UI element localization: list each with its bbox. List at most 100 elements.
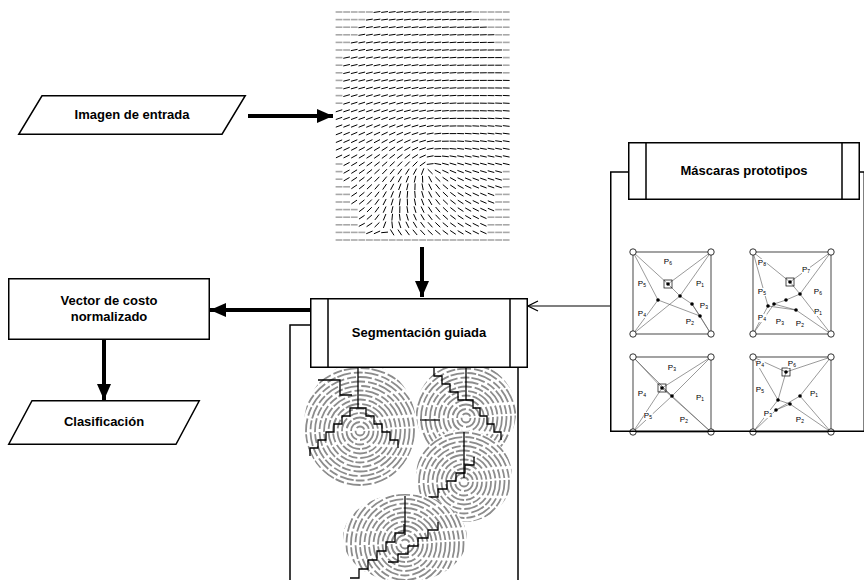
orientation-segment (366, 42, 373, 43)
process-bar (327, 298, 329, 368)
orientation-segment (336, 34, 343, 36)
orientation-segment (359, 102, 365, 104)
orientation-segment (419, 34, 426, 36)
orientation-segment (450, 178, 456, 181)
orientation-segment (383, 199, 386, 205)
orientation-segment (396, 87, 403, 88)
orientation-segment (473, 216, 479, 219)
orientation-segment (458, 178, 464, 181)
orientation-segment (473, 185, 479, 188)
orientation-segment (389, 95, 396, 97)
segmentation-line (350, 524, 404, 578)
fingerprint-ridge (333, 404, 387, 458)
orientation-segment (465, 231, 471, 234)
orientation-segment (427, 163, 434, 165)
orientation-segment (472, 103, 479, 104)
segmentation-line (463, 432, 464, 478)
orientation-segment (381, 117, 387, 119)
orientation-segment (503, 103, 510, 104)
text-area: Clasificación (8, 400, 200, 445)
orientation-segment (457, 133, 464, 134)
orientation-segment (465, 87, 472, 88)
orientation-segment (480, 193, 486, 196)
mask-line (753, 357, 778, 400)
orientation-segment (381, 239, 388, 241)
orientation-segment (422, 176, 423, 183)
orientation-segment (406, 176, 408, 182)
orientation-segment (488, 148, 495, 149)
orientation-segment (480, 140, 487, 142)
orientation-segment (465, 125, 472, 126)
node-label: Máscaras prototipos (680, 163, 807, 179)
orientation-segment (412, 239, 419, 241)
orientation-segment (419, 11, 426, 13)
orientation-segment (343, 125, 349, 127)
orientation-segment (480, 208, 486, 211)
orientation-segment (336, 26, 343, 28)
orientation-segment (336, 102, 343, 104)
orientation-segment (488, 49, 495, 50)
orientation-segment (382, 177, 386, 182)
orientation-segment (495, 19, 502, 21)
orientation-segment (450, 170, 456, 173)
orientation-segment (428, 214, 432, 219)
orientation-segment (427, 148, 434, 149)
orientation-segment (422, 191, 424, 198)
orientation-segment (404, 65, 411, 66)
process-bar (645, 142, 647, 200)
node-label: Imagen de entrada (75, 107, 190, 123)
orientation-segment (428, 222, 433, 227)
orientation-segment (419, 87, 426, 88)
mask-line (786, 357, 831, 372)
orientation-segment (405, 162, 410, 167)
orientation-segment (336, 11, 343, 13)
orientation-segment (503, 209, 510, 211)
node-label: Clasificación (64, 414, 144, 430)
orientation-segment (374, 110, 380, 112)
orientation-segment (436, 199, 440, 204)
orientation-segment (434, 140, 441, 142)
orientation-segment (412, 11, 419, 13)
orientation-segment (450, 125, 457, 126)
orientation-segment (495, 133, 502, 135)
orientation-segment (503, 110, 510, 111)
orientation-segment (419, 64, 426, 66)
orientation-segment (480, 95, 487, 96)
orientation-segment (374, 102, 381, 104)
orientation-segment (488, 72, 495, 73)
orientation-segment (428, 207, 432, 213)
orientation-segment (434, 26, 441, 28)
mask-line (658, 300, 700, 316)
orientation-segment (367, 162, 373, 166)
orientation-segment (495, 11, 502, 13)
orientation-segment (457, 19, 464, 20)
orientation-segment (473, 178, 479, 180)
orientation-segment (503, 178, 510, 180)
mask-region-label: P₂ (680, 416, 688, 424)
orientation-segment (358, 42, 365, 43)
orientation-segment (389, 110, 395, 112)
orientation-segment (480, 171, 487, 173)
fingerprint-ridge (293, 364, 428, 499)
fingerprint-ridge (338, 409, 383, 454)
orientation-segment (480, 57, 487, 58)
orientation-segment (343, 49, 350, 51)
orientation-segment (458, 200, 464, 204)
mask-region-label: P₁ (696, 280, 704, 288)
orientation-segment (436, 207, 440, 212)
orientation-segment (412, 95, 419, 96)
orientation-segment (336, 64, 343, 66)
orientation-segment (404, 11, 411, 13)
orientation-segment (442, 170, 448, 173)
orientation-segment (443, 177, 449, 181)
orientation-segment (336, 209, 343, 211)
text-area: Segmentación guiada (310, 298, 528, 368)
orientation-segment (472, 110, 479, 111)
orientation-segment (391, 214, 393, 221)
orientation-segment (359, 132, 365, 135)
orientation-segment (351, 232, 358, 234)
orientation-segment (358, 239, 365, 241)
orientation-segment (465, 148, 472, 149)
orientation-segment (503, 34, 510, 36)
mask-corner (708, 354, 714, 360)
